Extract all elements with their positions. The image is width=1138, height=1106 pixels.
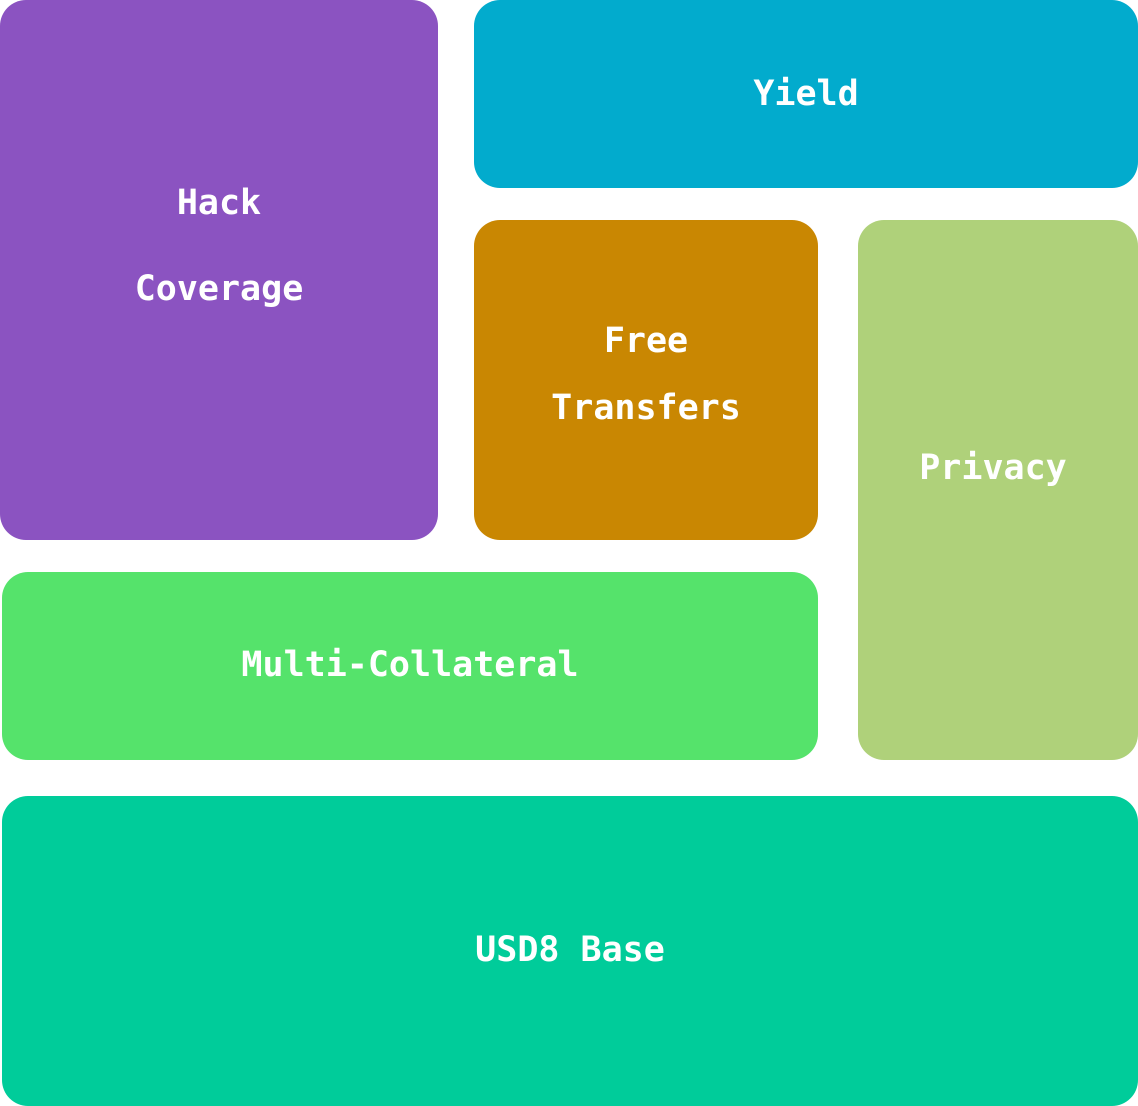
hack-coverage-block: Hack Coverage	[0, 0, 438, 540]
free-transfers-label: Free Transfers	[551, 321, 741, 428]
privacy-label: Privacy	[919, 448, 1067, 488]
yield-block: Yield	[474, 0, 1138, 188]
usd8-base-block: USD8 Base	[2, 796, 1138, 1106]
free-transfers-block: Free Transfers	[474, 220, 818, 540]
yield-label: Yield	[753, 74, 859, 114]
multi-collateral-block: Multi-Collateral	[2, 572, 818, 760]
hack-coverage-label: Hack Coverage	[134, 183, 304, 309]
usd8-base-label: USD8 Base	[475, 930, 665, 970]
privacy-block: Privacy	[858, 220, 1138, 760]
multi-collateral-label: Multi-Collateral	[241, 645, 579, 685]
